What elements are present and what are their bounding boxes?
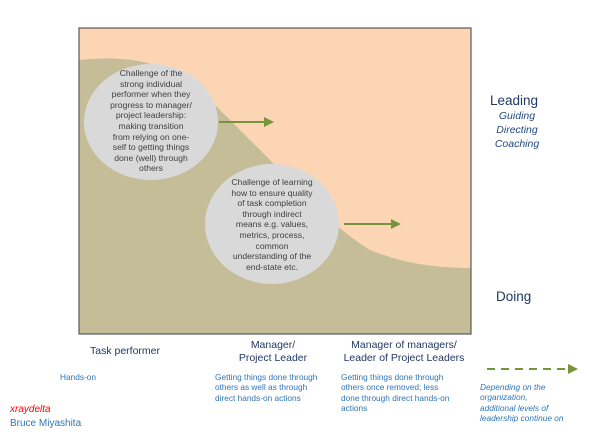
author-credit: Bruce Miyashita [10,418,82,429]
bubble-2-line: how to ensure quality [231,187,313,198]
transition-arrow-1 [219,117,274,127]
challenge-bubble-2 [205,164,339,284]
bubble-1-text: Challenge of the strong individual perfo… [99,68,203,174]
role-desc-line: others once removed; less [341,382,439,393]
role-manager-of-managers-desc: Getting things done through others once … [341,372,471,414]
bubble-1-line: from relying on one- [112,131,190,142]
role-label-line: Manager of managers/ [351,339,457,351]
bubble-1-line: project leadership: [115,110,187,121]
bubble-2-line: common [255,240,289,251]
role-label-line: Leader of Project Leaders [343,352,465,364]
role-desc-line: others as well as through [215,382,308,393]
note-line: leadership continue on [480,413,564,424]
bubble-1-line: self to getting things [112,142,190,153]
note-line: Depending on the [480,382,546,392]
leading-sub-item: Guiding [498,110,536,122]
transition-arrow-2 [344,219,401,229]
bubble-2-line: of task completion [237,198,307,209]
bubble-1-line: making transition [118,120,184,131]
role-label-line: Manager/ [250,339,296,351]
continuation-dashed-arrow [487,364,578,374]
leading-label: Leading [490,93,539,108]
note-line: organization, [480,392,528,403]
bubble-2-line: metrics, process, [239,229,305,240]
bubble-2-line: means e.g. values, [235,219,309,230]
doing-label: Doing [496,289,532,304]
challenge-bubble-1 [84,64,218,180]
role-desc-line: Hands-on [60,372,96,382]
brand-credit: xraydelta [10,404,51,415]
bubble-1-line: strong individual [119,78,183,89]
bubble-2-text: Challenge of learning how to ensure qual… [218,177,326,272]
chart-frame [78,27,472,335]
bubble-2-line: Challenge of learning [231,177,313,187]
bubble-2-line: end-state etc. [245,261,299,272]
role-desc-line: actions [341,403,368,414]
role-manager-project-leader-desc: Getting things done through others as we… [215,372,340,403]
bubble-1-line: done (well) through [114,152,188,163]
role-desc-line: direct hands-on actions [215,392,301,403]
role-label-line: Task performer [89,345,161,357]
role-desc-line: Getting things done through [215,372,318,382]
leading-sub-labels: Guiding Directing Coaching [486,109,548,151]
role-manager-of-managers: Manager of managers/ Leader of Project L… [336,339,472,365]
role-label-line: Project Leader [238,352,308,364]
role-task-performer-desc: Hands-on [60,372,180,382]
leading-sub-item: Directing [496,124,538,136]
note-line: additional levels of [480,402,549,413]
role-desc-line: done through direct hands-on [341,392,450,403]
bubble-2-line: through indirect [242,208,302,219]
bubble-1-line: performer when they [111,89,191,100]
continuation-note: Depending on the organization, additiona… [480,382,585,424]
role-desc-line: Getting things done through [341,372,444,382]
bubble-1-line: Challenge of the [119,68,183,78]
leading-sub-item: Coaching [494,138,540,150]
role-task-performer: Task performer [70,345,180,358]
bubble-1-line: others [139,163,163,174]
bubble-2-line: understanding of the [232,251,312,262]
role-manager-project-leader: Manager/ Project Leader [218,339,328,365]
bubble-1-line: progress to manager/ [110,99,192,110]
